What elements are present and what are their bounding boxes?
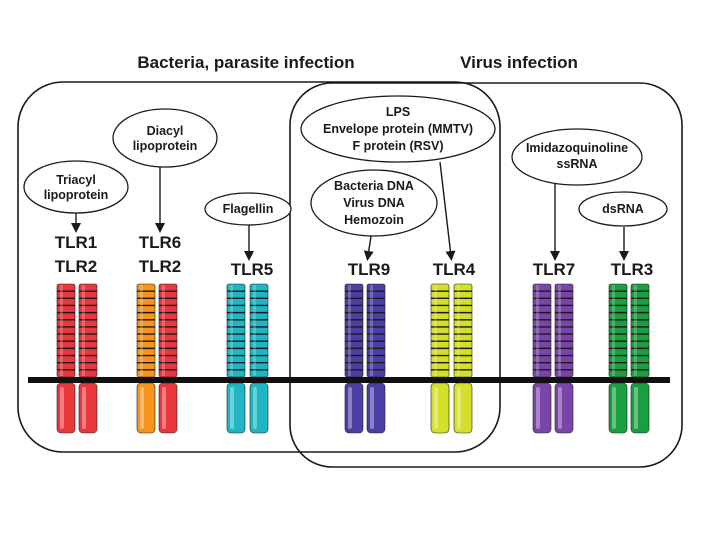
virus-group-frame bbox=[289, 82, 683, 468]
tir-highlight bbox=[253, 387, 257, 429]
tir-highlight bbox=[140, 387, 144, 429]
arrow-lps bbox=[439, 161, 456, 261]
tir-domain bbox=[136, 382, 156, 434]
ligand-flagellin-line1: Flagellin bbox=[223, 202, 274, 216]
ligand-bacteria-dna-line3: Hemozoin bbox=[344, 213, 404, 227]
ligand-bacteria-dna-ellipse bbox=[310, 169, 438, 237]
virus-group-title: Virus infection bbox=[460, 53, 578, 72]
ligand-dsrna-line1: dsRNA bbox=[602, 202, 644, 216]
ligand-dsrna-ellipse bbox=[578, 191, 668, 227]
domain-highlight bbox=[140, 285, 143, 376]
tir-highlight bbox=[634, 387, 638, 429]
tir-highlight bbox=[60, 387, 64, 429]
bacteria-group-title: Bacteria, parasite infection bbox=[137, 53, 354, 72]
tir-highlight bbox=[230, 387, 234, 429]
tir-domain bbox=[158, 382, 178, 434]
receptor-label: TLR9 bbox=[348, 260, 391, 279]
tir-highlight bbox=[536, 387, 540, 429]
receptor-label: TLR7 bbox=[533, 260, 576, 279]
tir-highlight bbox=[370, 387, 374, 429]
tir-domain bbox=[78, 382, 98, 434]
receptor-tlr9: TLR9 bbox=[344, 260, 391, 434]
domain-highlight bbox=[82, 285, 85, 376]
receptor-label: TLR3 bbox=[611, 260, 654, 279]
receptor-label: TLR5 bbox=[231, 260, 274, 279]
receptor-tlr3: TLR3 bbox=[608, 260, 654, 434]
domain-highlight bbox=[253, 285, 256, 376]
tir-domain bbox=[249, 382, 269, 434]
tir-highlight bbox=[558, 387, 562, 429]
tir-highlight bbox=[612, 387, 616, 429]
tir-highlight bbox=[162, 387, 166, 429]
tir-domain bbox=[453, 382, 473, 434]
arrow-bacteria-dna bbox=[363, 235, 374, 261]
domain-highlight bbox=[370, 285, 373, 376]
receptor-label: TLR6 bbox=[139, 233, 182, 252]
receptor-label: TLR1 bbox=[55, 233, 98, 252]
domain-highlight bbox=[230, 285, 233, 376]
tir-domain bbox=[366, 382, 386, 434]
ligand-diacyl-line2: lipoprotein bbox=[133, 139, 198, 153]
ligand-imidazoquinoline-line1: Imidazoquinoline bbox=[526, 141, 628, 155]
ligand-lps-line3: F protein (RSV) bbox=[353, 139, 444, 153]
ligand-lps-line2: Envelope protein (MMTV) bbox=[323, 122, 473, 136]
ligand-triacyl-line1: Triacyl bbox=[56, 173, 96, 187]
tir-domain bbox=[226, 382, 246, 434]
receptor-label: TLR2 bbox=[55, 257, 98, 276]
domain-highlight bbox=[558, 285, 561, 376]
domain-highlight bbox=[162, 285, 165, 376]
receptor-label: TLR2 bbox=[139, 257, 182, 276]
receptor-tlr5: TLR5 bbox=[226, 260, 274, 434]
tir-highlight bbox=[348, 387, 352, 429]
tir-highlight bbox=[457, 387, 461, 429]
ligand-imidazoquinoline-line2: ssRNA bbox=[557, 157, 598, 171]
arrows bbox=[71, 161, 629, 261]
ligand-imidazoquinoline-ellipse bbox=[511, 128, 643, 186]
ligand-flagellin-ellipse bbox=[204, 192, 292, 226]
ligand-lps-line1: LPS bbox=[386, 105, 410, 119]
ligand-lps-ellipse bbox=[300, 95, 496, 163]
ligand-bacteria-dna-line1: Bacteria DNA bbox=[334, 179, 414, 193]
ligand-triacyl-line2: lipoprotein bbox=[44, 188, 109, 202]
receptor-tlr4: TLR4 bbox=[430, 260, 476, 434]
tir-highlight bbox=[434, 387, 438, 429]
bacteria-group-frame bbox=[17, 81, 501, 453]
tir-domain bbox=[630, 382, 650, 434]
tir-domain bbox=[430, 382, 450, 434]
cell-membrane bbox=[28, 377, 670, 383]
domain-highlight bbox=[536, 285, 539, 376]
tir-domain bbox=[344, 382, 364, 434]
domain-highlight bbox=[457, 285, 460, 376]
tir-domain bbox=[554, 382, 574, 434]
domain-highlight bbox=[348, 285, 351, 376]
ligand-diacyl-line1: Diacyl bbox=[147, 124, 184, 138]
domain-highlight bbox=[634, 285, 637, 376]
tir-domain bbox=[532, 382, 552, 434]
domain-highlight bbox=[612, 285, 615, 376]
receptor-tlr7: TLR7 bbox=[532, 260, 576, 434]
ligand-bacteria-dna-line2: Virus DNA bbox=[343, 196, 405, 210]
tir-domain bbox=[608, 382, 628, 434]
domain-highlight bbox=[60, 285, 63, 376]
receptor-label: TLR4 bbox=[433, 260, 476, 279]
ligand-diacyl-ellipse bbox=[112, 108, 218, 168]
tir-highlight bbox=[82, 387, 86, 429]
domain-highlight bbox=[434, 285, 437, 376]
tir-domain bbox=[56, 382, 76, 434]
ligand-triacyl-ellipse bbox=[23, 160, 129, 214]
